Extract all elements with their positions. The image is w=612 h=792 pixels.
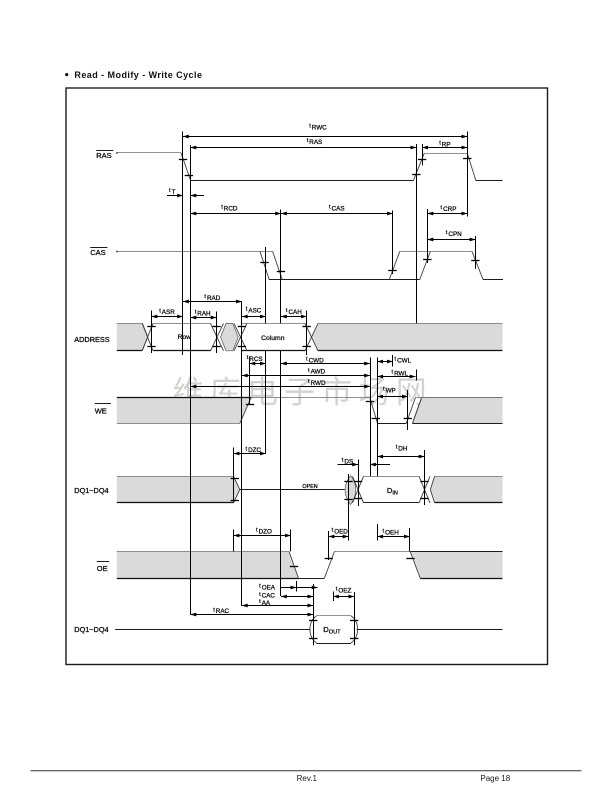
svg-text:Column: Column (261, 335, 285, 342)
svg-text:RWC: RWC (312, 125, 327, 132)
svg-text:CRP: CRP (443, 206, 456, 213)
svg-text:t: t (259, 592, 261, 598)
svg-text:OEA: OEA (262, 585, 276, 592)
svg-text:t: t (336, 587, 338, 593)
svg-text:CAS: CAS (90, 248, 105, 257)
svg-text:Row: Row (177, 334, 191, 341)
svg-text:OED: OED (334, 529, 348, 536)
svg-text:CAS: CAS (332, 206, 345, 213)
svg-text:t: t (204, 294, 206, 300)
svg-text:OEZ: OEZ (338, 587, 351, 594)
svg-text:t: t (213, 607, 215, 613)
svg-text:ASC: ASC (248, 307, 261, 314)
svg-text:RAS: RAS (96, 151, 111, 160)
svg-text:DOUT: DOUT (323, 625, 341, 636)
svg-text:t: t (439, 141, 441, 147)
svg-text:t: t (383, 529, 385, 535)
svg-text:t: t (169, 188, 171, 194)
svg-text:t: t (259, 584, 261, 590)
svg-text:Page 18: Page 18 (480, 774, 510, 783)
svg-text:t: t (247, 355, 249, 361)
svg-text:t: t (383, 387, 385, 393)
svg-text:t: t (246, 307, 248, 313)
svg-text:DZC: DZC (248, 447, 261, 454)
svg-text:DQ1~DQ4: DQ1~DQ4 (74, 625, 108, 634)
svg-text:t: t (221, 205, 223, 211)
svg-text:t: t (286, 308, 288, 314)
svg-text:RP: RP (442, 141, 451, 148)
svg-text:T: T (172, 189, 176, 196)
svg-text:DS: DS (344, 458, 353, 465)
svg-text:t: t (307, 138, 309, 144)
svg-text:t: t (392, 370, 394, 376)
svg-text:AA: AA (262, 600, 271, 607)
svg-text:RAS: RAS (309, 139, 322, 146)
svg-text:t: t (396, 445, 398, 451)
svg-text:RAH: RAH (197, 310, 211, 317)
svg-text:CAH: CAH (289, 309, 303, 316)
svg-text:t: t (309, 124, 311, 130)
svg-text:RAC: RAC (216, 608, 230, 615)
svg-text:CAC: CAC (262, 593, 276, 600)
svg-text:Rev.1: Rev.1 (297, 774, 318, 783)
svg-text:t: t (441, 205, 443, 211)
svg-text:OEH: OEH (385, 529, 399, 536)
svg-text:t: t (259, 599, 261, 605)
svg-text:AWD: AWD (311, 369, 326, 376)
svg-text:RWL: RWL (394, 370, 408, 377)
svg-text:Read - Modify - Write Cycle: Read - Modify - Write Cycle (74, 70, 202, 80)
svg-text:t: t (256, 528, 258, 534)
svg-text:ADDRESS: ADDRESS (74, 335, 109, 344)
svg-text:OPEN: OPEN (302, 484, 317, 490)
svg-text:t: t (195, 310, 197, 316)
svg-text:RCD: RCD (224, 206, 238, 213)
svg-text:ASR: ASR (162, 309, 175, 316)
svg-text:WE: WE (95, 407, 107, 416)
svg-text:t: t (342, 458, 344, 464)
svg-text:t: t (306, 357, 308, 363)
svg-text:t: t (246, 446, 248, 452)
svg-text:t: t (329, 205, 331, 211)
svg-text:RCS: RCS (249, 356, 262, 363)
svg-text:CWL: CWL (397, 357, 411, 364)
svg-text:t: t (446, 230, 448, 236)
svg-text:CWD: CWD (309, 357, 324, 364)
svg-text:DH: DH (398, 446, 408, 453)
svg-text:t: t (308, 379, 310, 385)
svg-text:t: t (332, 528, 334, 534)
svg-text:t: t (308, 368, 310, 374)
svg-text:OE: OE (97, 564, 108, 573)
svg-text:RAD: RAD (207, 295, 221, 302)
svg-text:DQ1~DQ4: DQ1~DQ4 (74, 486, 108, 495)
svg-text:RWD: RWD (311, 380, 326, 387)
svg-text:WP: WP (386, 388, 396, 395)
svg-text:DZO: DZO (259, 529, 272, 536)
svg-text:DIN: DIN (387, 486, 398, 497)
svg-text:t: t (159, 308, 161, 314)
svg-text:t: t (395, 357, 397, 363)
svg-text:CPN: CPN (448, 231, 462, 238)
